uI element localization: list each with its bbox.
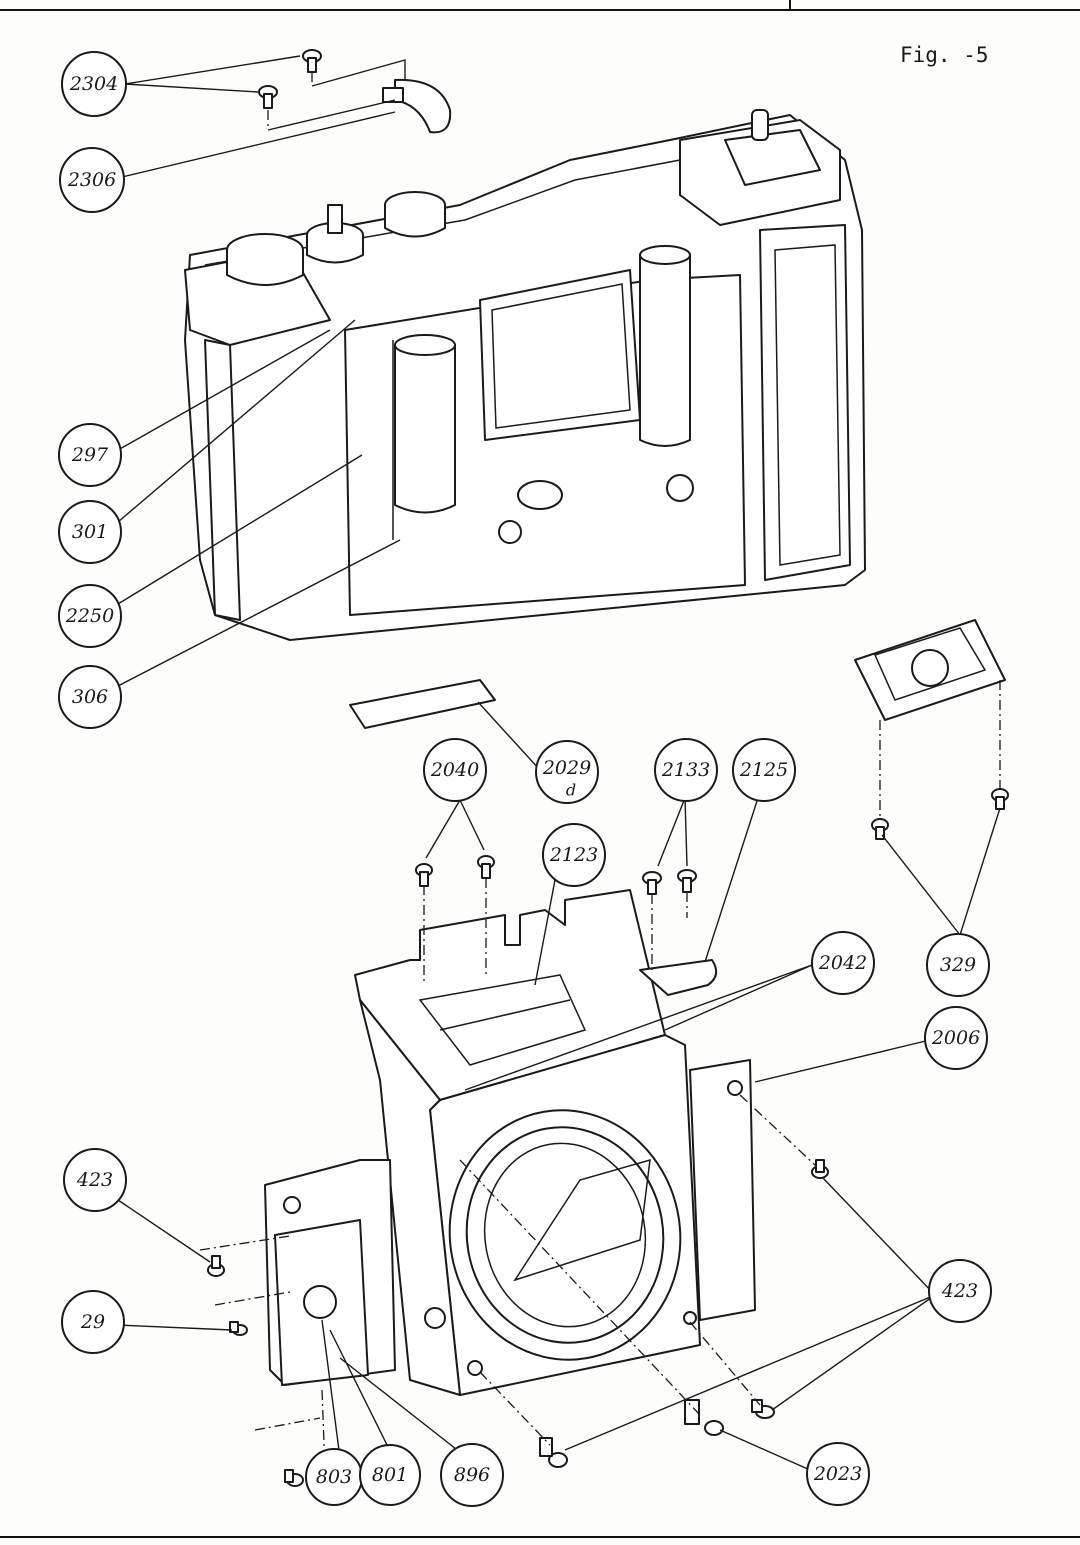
callout-2042: 2042 xyxy=(811,931,875,995)
callout-297: 297 xyxy=(58,423,122,487)
screw-2040-a xyxy=(415,863,433,887)
callout-803: 803 xyxy=(305,1448,363,1506)
svg-text:2125: 2125 xyxy=(739,759,788,781)
svg-text:2306: 2306 xyxy=(67,169,116,191)
svg-text:29: 29 xyxy=(80,1311,105,1333)
screw-2304-a xyxy=(302,49,322,73)
shutter-assembly-illustration xyxy=(854,619,1006,820)
camera-body-illustration xyxy=(184,109,866,641)
screw-2304-b xyxy=(258,85,278,109)
mirror-box-illustration xyxy=(264,889,756,1396)
callout-306: 306 xyxy=(58,665,122,729)
screw-2023 xyxy=(684,1399,724,1436)
screw-2133-b xyxy=(677,869,697,893)
svg-text:423: 423 xyxy=(941,1280,978,1302)
callout-301: 301 xyxy=(58,500,122,564)
small-plate-illustration xyxy=(639,959,718,996)
svg-text:2304: 2304 xyxy=(69,73,118,95)
callout-2250: 2250 xyxy=(58,584,122,648)
callout-2125: 2125 xyxy=(732,738,796,802)
callout-2306: 2306 xyxy=(59,147,125,213)
svg-text:896: 896 xyxy=(454,1464,490,1486)
screw-329-a xyxy=(871,818,889,840)
svg-text:329: 329 xyxy=(940,954,976,976)
screw-423-right-c xyxy=(539,1437,568,1468)
svg-text:2250: 2250 xyxy=(65,605,114,627)
svg-text:297: 297 xyxy=(71,444,109,466)
screw-423-right-b xyxy=(751,1399,775,1419)
leader-lines xyxy=(117,55,1001,1471)
svg-text:2042: 2042 xyxy=(818,952,867,974)
screw-803 xyxy=(284,1469,304,1487)
svg-text:301: 301 xyxy=(72,521,108,543)
callout-423-right: 423 xyxy=(928,1259,992,1323)
callout-2023: 2023 xyxy=(806,1442,870,1506)
callout-896: 896 xyxy=(440,1443,504,1507)
svg-text:803: 803 xyxy=(316,1466,352,1488)
svg-text:2133: 2133 xyxy=(661,759,710,781)
svg-text:2029: 2029 xyxy=(542,757,591,779)
svg-text:801: 801 xyxy=(372,1464,408,1486)
figure-label: Fig. -5 xyxy=(900,43,989,67)
screw-423-right-a xyxy=(811,1159,829,1179)
screw-2040-b xyxy=(477,855,495,879)
svg-text:2023: 2023 xyxy=(813,1463,862,1485)
callout-423-left: 423 xyxy=(63,1148,127,1212)
pressure-plate-illustration xyxy=(349,679,496,729)
callout-2029: 2029 d xyxy=(535,740,599,804)
callout-329: 329 xyxy=(926,933,990,997)
svg-text:306: 306 xyxy=(72,686,108,708)
callout-2006: 2006 xyxy=(924,1006,988,1070)
callout-29: 29 xyxy=(61,1290,125,1354)
svg-text:423: 423 xyxy=(76,1169,113,1191)
screw-29 xyxy=(229,1321,248,1336)
frame-counter-plate-illustration xyxy=(382,78,452,134)
screw-423-left xyxy=(207,1255,225,1277)
screw-329-b xyxy=(991,788,1009,810)
callout-2304: 2304 xyxy=(61,51,127,117)
screws xyxy=(207,49,1009,1487)
callout-801: 801 xyxy=(359,1444,421,1506)
callout-2040: 2040 xyxy=(423,738,487,802)
callout-2133: 2133 xyxy=(654,738,718,802)
svg-text:2123: 2123 xyxy=(549,844,598,866)
callout-2123: 2123 xyxy=(542,823,606,887)
svg-text:2006: 2006 xyxy=(931,1027,980,1049)
screw-2133-a xyxy=(642,871,662,895)
svg-text:d: d xyxy=(566,781,576,800)
svg-text:2040: 2040 xyxy=(430,759,479,781)
